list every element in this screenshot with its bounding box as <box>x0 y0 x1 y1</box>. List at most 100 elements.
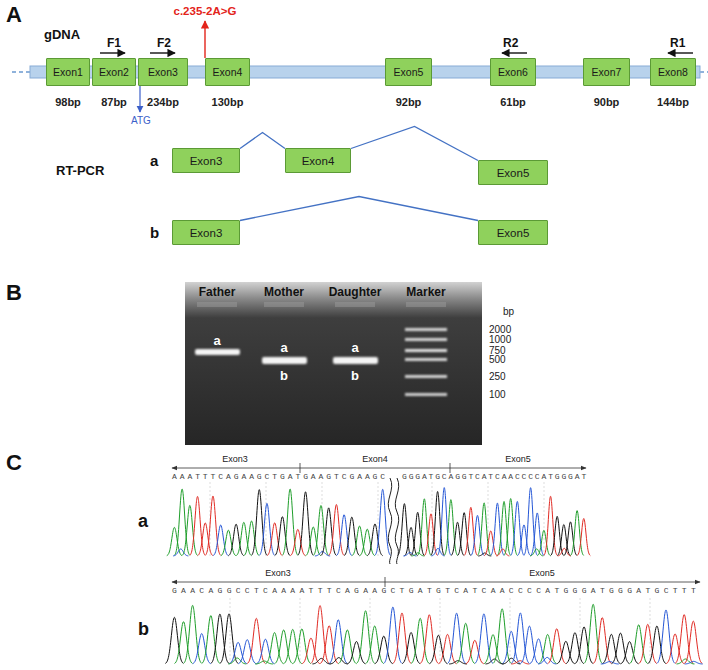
chromatogram-traces <box>165 488 702 664</box>
trace-peak <box>684 621 702 663</box>
exon-name: Exon7 <box>592 66 622 78</box>
exon-name: Exon3 <box>148 66 178 78</box>
trace-peak <box>593 618 611 664</box>
exon-name: Exon3 <box>190 155 223 167</box>
splice-connector <box>240 133 285 149</box>
trace-grid-line <box>544 482 545 556</box>
gel-band <box>333 357 378 364</box>
gel-well <box>406 302 446 307</box>
trace-grid-line <box>510 598 511 664</box>
exon-box: Exon287bp <box>92 58 136 86</box>
trace-peak <box>306 527 321 556</box>
trace-peak <box>184 605 202 663</box>
trace-group <box>398 488 591 556</box>
start-codon-label: ATG <box>131 116 151 126</box>
unit-label: bp <box>503 307 514 317</box>
gel-image <box>185 282 482 445</box>
trace-peak <box>630 625 648 664</box>
exon-box: Exon661bp <box>490 58 536 86</box>
marker-band <box>405 349 447 352</box>
gel-band <box>262 357 307 364</box>
primer-arrow <box>150 52 175 53</box>
exon-name: Exon3 <box>190 227 223 239</box>
primer-name: F2 <box>157 37 171 49</box>
trace-peak <box>202 616 220 664</box>
trace-grid-line <box>266 482 267 556</box>
primer-arrow <box>502 52 527 53</box>
exon-box: Exon5 <box>478 160 548 185</box>
trace-peak <box>685 661 703 664</box>
exon-name: Exon4 <box>302 155 335 167</box>
trace-peak <box>244 521 259 556</box>
exon-boundary-tick <box>300 463 301 473</box>
trace-peak <box>602 634 620 663</box>
band-label: b <box>280 369 288 382</box>
primer-name: R1 <box>670 37 685 49</box>
exon-box: Exon4 <box>285 148 351 173</box>
lane-label: Daughter <box>329 286 382 298</box>
panel-letter: B <box>6 282 22 304</box>
trace-peak <box>193 634 211 664</box>
band-label: a <box>213 334 220 347</box>
size-label: 100 <box>489 390 506 400</box>
lane-label: Marker <box>406 286 445 298</box>
section-title: RT-PCR <box>56 164 104 177</box>
trace-grid-line <box>440 598 441 664</box>
trace-peak <box>530 549 543 556</box>
trace-peak <box>275 517 290 556</box>
exon-box: Exon790bp <box>583 58 630 86</box>
marker-band <box>405 358 447 361</box>
exon-box: Exon3 <box>172 220 240 245</box>
trace-peak <box>336 515 351 556</box>
trace-peak <box>524 488 537 556</box>
trace-peak <box>228 658 246 664</box>
size-label: 2000 <box>489 325 511 335</box>
trace-peak <box>531 513 544 556</box>
base-sequence: GAACAGGCCTCAAAATTTCAGAAGCTGATGTCATCAACCC… <box>172 587 700 595</box>
exon-name: Exon5 <box>497 167 530 179</box>
exon-name: Exon8 <box>658 66 688 78</box>
section-title: gDNA <box>44 28 80 41</box>
trace-peak <box>375 636 393 664</box>
exon-span-label: Exon3 <box>222 455 248 464</box>
trace-peak <box>502 631 520 663</box>
exon-name: Exon2 <box>99 66 129 78</box>
trace-peak <box>398 504 411 556</box>
primer-name: F1 <box>107 37 121 49</box>
mutation-label: c.235-2A>G <box>174 6 237 18</box>
size-label: 250 <box>489 372 506 382</box>
break-mark <box>395 478 398 564</box>
trace-peak <box>517 525 530 556</box>
trace-peak <box>537 530 550 555</box>
trace-peak <box>575 627 593 664</box>
trace-peak <box>497 501 510 555</box>
exon-size: 234bp <box>147 96 179 108</box>
trace-grid-line <box>322 482 323 556</box>
trace-peak <box>167 527 182 555</box>
trace-peak <box>238 640 256 664</box>
exon-box: Exon3 <box>172 148 240 173</box>
size-label: 500 <box>489 355 506 365</box>
trace-peak <box>375 489 390 555</box>
marker-band <box>405 328 447 331</box>
trace-group <box>165 604 702 664</box>
splice-connector <box>351 127 478 161</box>
trace-peak <box>284 629 302 663</box>
gene-backbone-dash <box>12 71 30 73</box>
transcript-label: b <box>150 225 159 240</box>
trace-peak <box>484 531 497 556</box>
trace-peak <box>347 642 365 664</box>
exon-name: Exon1 <box>53 66 83 78</box>
exon-size: 144bp <box>657 96 689 108</box>
trace-peak <box>639 624 657 663</box>
marker-band <box>405 375 447 378</box>
trace-peak <box>577 518 590 555</box>
marker-band <box>405 393 447 396</box>
trace-peak <box>657 610 675 663</box>
exon-size: 87bp <box>101 96 127 108</box>
exon-name: Exon5 <box>394 66 424 78</box>
trace-peak <box>229 642 247 663</box>
exon-size: 61bp <box>500 96 526 108</box>
trace-peak <box>466 640 484 663</box>
